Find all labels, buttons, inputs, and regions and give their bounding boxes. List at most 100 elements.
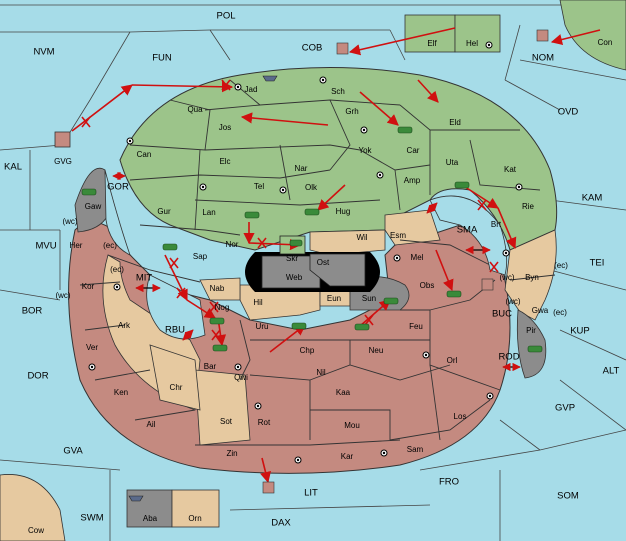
label-sot: Sot [220, 417, 233, 426]
label-qwi: Qwi [234, 373, 248, 382]
label-pol: POL [216, 11, 235, 22]
label-sap: Sap [193, 252, 208, 261]
label-amp: Amp [404, 176, 421, 185]
label-rot: Rot [258, 418, 271, 427]
label-zin: Zin [226, 449, 237, 458]
label-sam: Sam [407, 445, 424, 454]
province-sot[interactable] [194, 369, 251, 446]
label-dor: DOR [27, 371, 48, 382]
label-kup: KUP [570, 326, 590, 337]
label-obs: Obs [420, 281, 435, 290]
label-buc: BUC [492, 309, 512, 320]
label-olk: Olk [305, 183, 318, 192]
supply-centers [88, 41, 523, 464]
label-her: Her [70, 241, 83, 250]
label-elf: Elf [427, 39, 437, 48]
province-hel[interactable] [454, 14, 501, 53]
label-nog: Nog [215, 303, 230, 312]
label-sma: SMA [457, 225, 478, 236]
label-ovd: OVD [558, 107, 579, 118]
label-sun: Sun [362, 294, 376, 303]
fleet-units[interactable] [128, 75, 278, 502]
label-aba: Aba [143, 514, 158, 523]
label-gor: GOR [107, 182, 129, 193]
label-wil: Wil [356, 233, 367, 242]
province-nab[interactable] [199, 277, 241, 301]
label-bor: BOR [22, 306, 43, 317]
label-jos: Jos [219, 123, 231, 132]
label-uta: Uta [446, 158, 459, 167]
map-labels: POL NVM FUN COB NOM OVD KAL GOR KAM MVU … [4, 11, 620, 536]
label-mel: Mel [411, 253, 424, 262]
coast-mark-kor-wc: (wc) [55, 291, 70, 300]
label-cow: Cow [28, 526, 44, 535]
label-som: SOM [557, 491, 579, 502]
home-markers [262, 29, 549, 494]
label-los: Los [454, 412, 467, 421]
label-dax: DAX [271, 518, 291, 529]
label-nab: Nab [210, 284, 225, 293]
label-nil: Nil [316, 368, 326, 377]
label-gva: GVA [63, 446, 83, 457]
label-kar: Kar [341, 452, 354, 461]
label-jad: Jad [245, 85, 258, 94]
coast-mark-byn-ec: (ec) [554, 261, 568, 270]
label-fun: FUN [152, 53, 172, 64]
label-kaa: Kaa [336, 388, 351, 397]
label-feu: Feu [409, 322, 423, 331]
inner-sea-rbu [146, 274, 206, 340]
label-nom: NOM [532, 53, 554, 64]
label-yok: Yok [358, 146, 372, 155]
label-cob: COB [302, 43, 323, 54]
label-gur: Gur [157, 207, 171, 216]
label-lan: Lan [202, 208, 215, 217]
label-nor: Nor [226, 240, 239, 249]
province-ost[interactable] [309, 253, 366, 287]
label-tei: TEI [590, 258, 605, 269]
label-ken: Ken [114, 388, 128, 397]
label-nvm: NVM [33, 47, 54, 58]
label-gwa: Gwa [532, 306, 549, 315]
label-gvp: GVP [555, 403, 575, 414]
label-ail: Ail [147, 420, 156, 429]
label-can: Can [137, 150, 152, 159]
coast-mark-her-ec: (ec) [103, 241, 117, 250]
label-nar: Nar [295, 164, 308, 173]
label-rie: Rie [522, 202, 535, 211]
province-gvg[interactable] [54, 131, 71, 148]
label-rbu: RBU [165, 325, 185, 336]
label-chp: Chp [300, 346, 315, 355]
label-skr: Skr [286, 254, 298, 263]
order-arrows [71, 27, 601, 484]
label-qua: Qua [187, 105, 203, 114]
label-kor: Kor [82, 282, 95, 291]
coast-mark-kor-ec: (ec) [110, 265, 124, 274]
label-hug: Hug [336, 207, 351, 216]
sea-boundaries [0, 4, 626, 541]
label-kal: KAL [4, 162, 22, 173]
coast-mark-gwa-ec: (ec) [553, 308, 567, 317]
label-kat: Kat [504, 165, 517, 174]
label-gvg: GVG [54, 157, 72, 166]
label-uru: Uru [256, 322, 269, 331]
label-byn: Byn [525, 273, 539, 282]
label-ost: Ost [317, 258, 330, 267]
label-hil: Hil [253, 298, 263, 307]
province-orn[interactable] [171, 489, 220, 528]
province-web[interactable] [261, 255, 321, 289]
army-units[interactable] [81, 126, 543, 353]
inner-sea-gor [104, 169, 131, 256]
province-esm[interactable] [384, 209, 441, 246]
label-lit: LIT [304, 488, 318, 499]
label-neu: Neu [369, 346, 384, 355]
province-pir[interactable] [516, 309, 547, 379]
label-kam: KAM [582, 193, 603, 204]
province-wil[interactable] [309, 229, 386, 256]
label-sch: Sch [331, 87, 345, 96]
label-eld: Eld [449, 118, 461, 127]
province-chr[interactable] [149, 344, 201, 411]
label-ark: Ark [118, 321, 131, 330]
province-cow[interactable] [0, 474, 66, 541]
